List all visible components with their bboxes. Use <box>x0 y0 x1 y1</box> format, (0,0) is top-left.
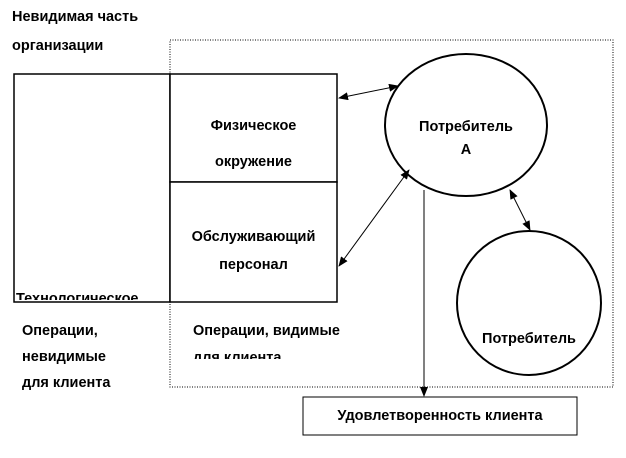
customer-satisfaction-label: Удовлетворенность клиента <box>337 408 543 424</box>
operations-visible-line-2: для клиента <box>193 350 282 359</box>
technological-core-label-clip: Технологическое <box>16 290 168 300</box>
invisible-part-title-line-1: Невидимая часть <box>12 9 139 25</box>
physical-environment-box <box>169 73 338 183</box>
operations-invisible-line-1: Операции, <box>22 323 98 339</box>
technological-core-label: Технологическое <box>16 291 139 300</box>
service-personnel-box <box>169 181 338 303</box>
consumer-a-circle <box>384 53 548 197</box>
consumer-a-line-1: Потребитель <box>419 119 513 135</box>
operations-visible-line-2-clip: для клиента <box>193 349 363 359</box>
arrow-personnel-consumer-a <box>338 169 410 267</box>
operations-visible-line-1: Операции, видимые <box>193 323 340 339</box>
arrow-physical-consumer-a <box>338 83 399 101</box>
operations-visible-label: Операции, видимые <box>193 322 340 340</box>
consumer-b-label: Потребитель <box>482 331 576 347</box>
consumer-b-circle <box>456 230 602 376</box>
service-personnel-line-2: персонал <box>219 257 288 273</box>
physical-environment-line-1: Физическое <box>210 118 297 134</box>
arrow-consumer-a-consumer-b <box>509 189 531 231</box>
customer-satisfaction-box <box>302 396 578 436</box>
operations-invisible-line-2: невидимые <box>22 349 106 365</box>
physical-environment-line-2: окружение <box>215 154 292 170</box>
operations-invisible-label: Операции, невидимые для клиента <box>22 322 110 392</box>
invisible-part-title: Невидимая часть организации <box>12 8 138 55</box>
service-personnel-label: Обслуживающий персонал <box>170 228 337 274</box>
invisible-part-title-line-2: организации <box>12 38 104 54</box>
consumer-a-label: Потребитель А <box>385 118 547 159</box>
service-personnel-line-1: Обслуживающий <box>191 229 316 245</box>
technological-core-box <box>13 73 171 303</box>
consumer-a-line-2: А <box>460 142 472 158</box>
operations-invisible-line-3: для клиента <box>22 375 111 391</box>
physical-environment-label: Физическое окружение <box>170 117 337 171</box>
